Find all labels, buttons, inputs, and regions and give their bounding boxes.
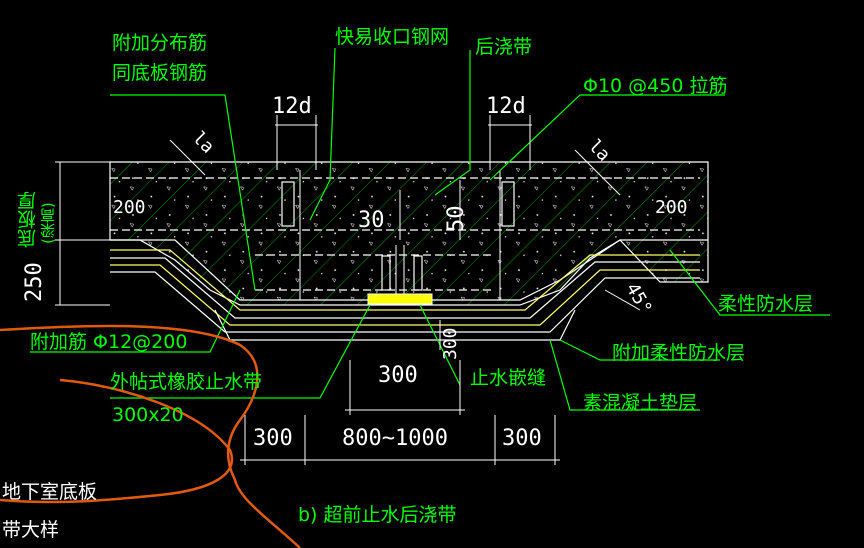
dim-lap-right: 12d — [486, 94, 526, 119]
label-rubber-band: 外帖式橡胶止水带 — [110, 371, 263, 393]
label-bedding: 素混凝土垫层 — [583, 392, 698, 414]
dim-v300: 300 — [440, 327, 461, 360]
dim-joint-300: 300 — [378, 363, 418, 388]
hand-markup — [0, 324, 301, 548]
label-add-flexible-wp: 附加柔性防水层 — [612, 342, 746, 364]
note-line1: 地下室底板 — [2, 481, 98, 503]
label-quick-mesh: 快易收口钢网 — [335, 26, 450, 48]
note-line2: 带大样 — [2, 519, 60, 541]
dimension-lines — [55, 115, 641, 465]
caption: b) 超前止水后浇带 — [298, 504, 457, 526]
dim-cover-right: 200 — [655, 197, 688, 218]
label-add-bar: 附加筋 Φ12@200 — [30, 331, 188, 353]
label-flexible-wp: 柔性防水层 — [718, 293, 814, 315]
dim-lap-left: 12d — [272, 94, 312, 119]
dim-depth: 250 — [22, 262, 47, 302]
label-add-dist: 附加分布筋 — [112, 32, 208, 54]
rubber-waterstop — [367, 293, 433, 305]
dim-cover-left: 200 — [113, 197, 146, 218]
dim-bottom-left: 300 — [253, 426, 293, 451]
label-same-as-slab: 同底板钢筋 — [112, 62, 208, 84]
waterproof-layers — [110, 249, 700, 341]
dim-30: 30 — [358, 208, 385, 233]
slab-body — [109, 161, 709, 306]
label-stop-slot: 止水嵌缝 — [470, 367, 547, 389]
dim-bottom-mid: 800~1000 — [342, 426, 448, 451]
hand-markup-2 — [0, 378, 234, 504]
dim-bottom-right: 300 — [502, 426, 542, 451]
label-post-pour: 后浇带 — [475, 36, 533, 58]
slab-rebar — [110, 177, 700, 291]
dim-50: 50 — [444, 205, 469, 233]
label-beam-height: (梁高) — [39, 202, 57, 244]
label-rubber-size: 300x20 — [112, 404, 184, 426]
label-tie-bar: Φ10 @450 拉筋 — [583, 75, 728, 97]
label-slab-thick: 底板厚 — [17, 191, 39, 248]
pour-boundaries — [299, 170, 501, 300]
